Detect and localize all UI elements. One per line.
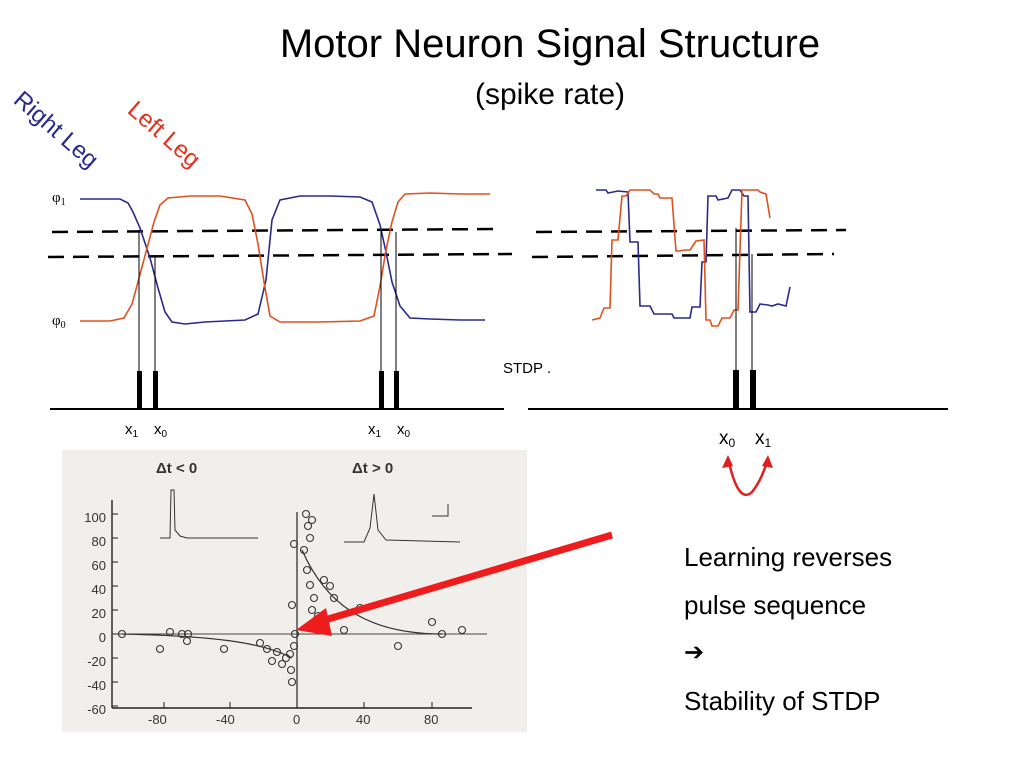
x-tick-label: -40	[216, 712, 235, 727]
left-leg-trace	[80, 192, 490, 323]
right-inset-label: Δt > 0	[352, 460, 394, 477]
x-label: x0	[397, 421, 411, 440]
spike	[394, 371, 399, 409]
conclusion-text: Learning reverses pulse sequence ➔ Stabi…	[684, 533, 892, 725]
spike	[137, 371, 142, 409]
x-label: x0	[719, 428, 736, 450]
swap-arrow	[726, 457, 770, 496]
slide-subtitle: (spike rate)	[474, 78, 626, 111]
slide-title: Motor Neuron Signal Structure	[279, 22, 821, 66]
spike	[153, 371, 158, 409]
spike	[750, 370, 756, 409]
left-inset-label: Δt < 0	[156, 460, 198, 477]
left-leg-trace-right	[591, 189, 771, 327]
x-tick-label: 0	[293, 712, 301, 727]
phi-low-label: φ0	[52, 313, 66, 331]
x-tick-label: 40	[356, 712, 371, 727]
x-tick-label: 80	[424, 712, 439, 727]
red-arrow-shaft	[317, 531, 613, 626]
x-label: x1	[125, 421, 139, 440]
stdp-small-label: STDP .	[503, 360, 552, 377]
red-arrow-head	[296, 608, 332, 636]
upper-threshold-line-right	[535, 228, 847, 234]
x-label: x1	[368, 421, 382, 440]
x-label: x1	[755, 428, 772, 450]
lower-threshold-line-right	[531, 252, 835, 259]
text-line: Learning reverses	[684, 542, 893, 572]
phi-high-label: φ1	[52, 190, 66, 208]
x-label: x0	[154, 421, 168, 440]
spike	[733, 370, 739, 409]
text-line: Stability of STDP	[684, 686, 881, 716]
text-line: pulse sequence	[684, 590, 867, 620]
right-leg-trace-right	[596, 189, 791, 319]
spike	[379, 371, 384, 409]
implies-arrow-icon: ➔	[684, 639, 705, 666]
lower-threshold-line	[47, 252, 513, 259]
x-tick-label: -80	[148, 712, 167, 727]
